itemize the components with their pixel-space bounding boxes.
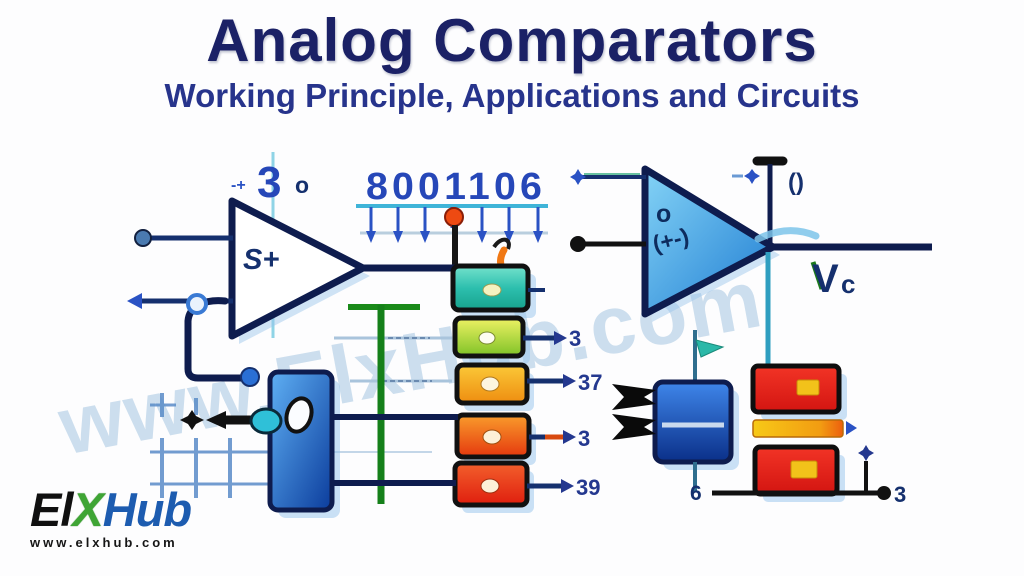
supply-value-label: 3 — [257, 158, 281, 207]
page-subtitle: Working Principle, Applications and Circ… — [164, 77, 860, 114]
ic2-pin-bottom-icon — [612, 414, 656, 440]
small-arrow-icon — [744, 169, 760, 184]
rail-end-dot — [877, 486, 891, 500]
terminal-label: () — [788, 169, 804, 196]
comp1-inner-label: S+ — [243, 244, 279, 276]
comparator-2: o (+-) () V c — [570, 156, 932, 366]
blue-ic-1 — [267, 369, 335, 513]
ic2-pin-top-icon — [612, 384, 656, 410]
red-node-dot — [444, 207, 464, 227]
indicator-dot — [480, 478, 500, 494]
red-block-chip — [790, 460, 818, 479]
input-arrow-icon — [127, 293, 142, 309]
stack-label-4: 39 — [576, 475, 600, 500]
yellow-bar — [752, 419, 844, 438]
left-ic-section — [150, 304, 458, 518]
supply-suffix-label: o — [295, 172, 309, 198]
stack-label-1: 3 — [569, 326, 581, 351]
ic1-window — [284, 396, 314, 434]
bottom-left-label: 6 — [690, 482, 702, 505]
bar-arrow-icon — [846, 421, 857, 435]
stack-label-arrows — [554, 331, 576, 493]
stack-label-wires — [523, 335, 563, 489]
logo-website: www.elxhub.com — [30, 535, 178, 550]
black-node-dot — [570, 236, 586, 252]
binary-digits: 8001106 — [366, 166, 546, 208]
indicator-dot — [482, 283, 502, 297]
indicator-dot — [478, 331, 496, 345]
comp2-inner-top: o — [656, 200, 671, 228]
logo-part-hub: Hub — [102, 483, 192, 536]
red-block-chip — [796, 379, 820, 396]
clamp-ellipse — [249, 407, 283, 435]
binary-readout: 8001106 — [356, 166, 548, 275]
bottom-right-label: 3 — [894, 482, 906, 507]
ruler-arrowheads — [366, 231, 543, 243]
flag-icon — [695, 339, 725, 358]
output-label-sub: c — [841, 269, 855, 299]
header: Analog Comparators Working Principle, Ap… — [0, 6, 1024, 115]
indicator-dot — [482, 429, 502, 445]
vc-green-accent — [810, 261, 825, 290]
feedback-loop-node — [186, 293, 208, 315]
rail-star-icon — [858, 445, 874, 461]
left-arrow-icon — [206, 411, 226, 429]
stack-label-3: 3 — [578, 426, 590, 451]
star-mark-icon — [180, 410, 204, 430]
brand-logo: ElXHub www.elxhub.com — [30, 483, 192, 550]
red-block-top — [750, 363, 842, 415]
output-label-v: V — [812, 257, 839, 301]
comparator-1: -+ 3 o S+ — [127, 152, 370, 387]
opamp-triangle-icon — [228, 197, 367, 340]
logo-part-el: El — [30, 483, 73, 536]
stack-label-2: 37 — [578, 370, 602, 395]
page-title: Analog Comparators — [206, 7, 818, 74]
indicator-stack: 3 37 3 39 — [334, 263, 602, 513]
supply-prefix-label: -+ — [231, 177, 246, 194]
right-section: 6 3 — [612, 330, 906, 507]
logo-part-x: X — [72, 483, 103, 536]
logo-wordmark: ElXHub — [30, 483, 192, 536]
diamond-node-icon — [570, 169, 586, 185]
wire-junction-dot — [240, 367, 260, 387]
blue-ic-2 — [652, 379, 734, 465]
swoosh-mark — [754, 227, 820, 243]
input-node-dot — [134, 229, 152, 247]
indicator-dot — [480, 376, 500, 392]
hook-mark — [492, 237, 511, 250]
